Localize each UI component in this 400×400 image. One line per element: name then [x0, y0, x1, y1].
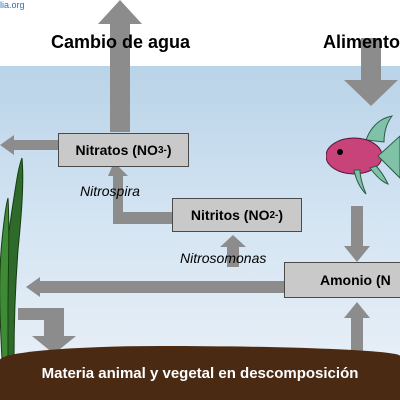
arrow-plant-to-decomposition [18, 308, 76, 354]
nitrites-superscript: - [275, 209, 279, 221]
decomposition-label: Materia animal y vegetal en descomposici… [41, 365, 359, 382]
source-credit: lia.org [0, 0, 25, 10]
arrow-down-food [344, 38, 398, 106]
label-nitrospira: Nitrospira [80, 183, 140, 199]
title-food: Alimento [323, 32, 400, 52]
label-nitrosomonas: Nitrosomonas [180, 250, 267, 266]
nitrates-superscript: - [163, 144, 167, 156]
arrow-nitrates-to-plant [0, 135, 58, 155]
fish [326, 115, 400, 195]
nitrites-label: Nitritos (NO [190, 207, 270, 223]
arrow-ammonia-to-nitrites [220, 235, 246, 267]
arrow-up-water-change [98, 0, 142, 132]
title-water-change: Cambio de agua [51, 32, 191, 52]
ammonia-label: Amonio (N [320, 272, 391, 288]
nitrites-subscript: 2 [269, 209, 276, 221]
nitrates-close: ) [166, 142, 172, 158]
nitrates-subscript: 3 [157, 144, 164, 156]
arrow-ammonia-to-plant [26, 277, 286, 297]
sediment-layer [0, 346, 400, 400]
nitrites-close: ) [278, 207, 284, 223]
aquatic-plant [0, 157, 24, 360]
arrow-decomposition-to-ammonia [344, 302, 370, 356]
arrow-fish-to-ammonia [344, 206, 370, 262]
box-ammonia: Amonio (N [284, 262, 400, 298]
nitrates-label: Nitratos (NO [75, 142, 158, 158]
arrow-nitrites-to-nitrates [108, 162, 174, 224]
